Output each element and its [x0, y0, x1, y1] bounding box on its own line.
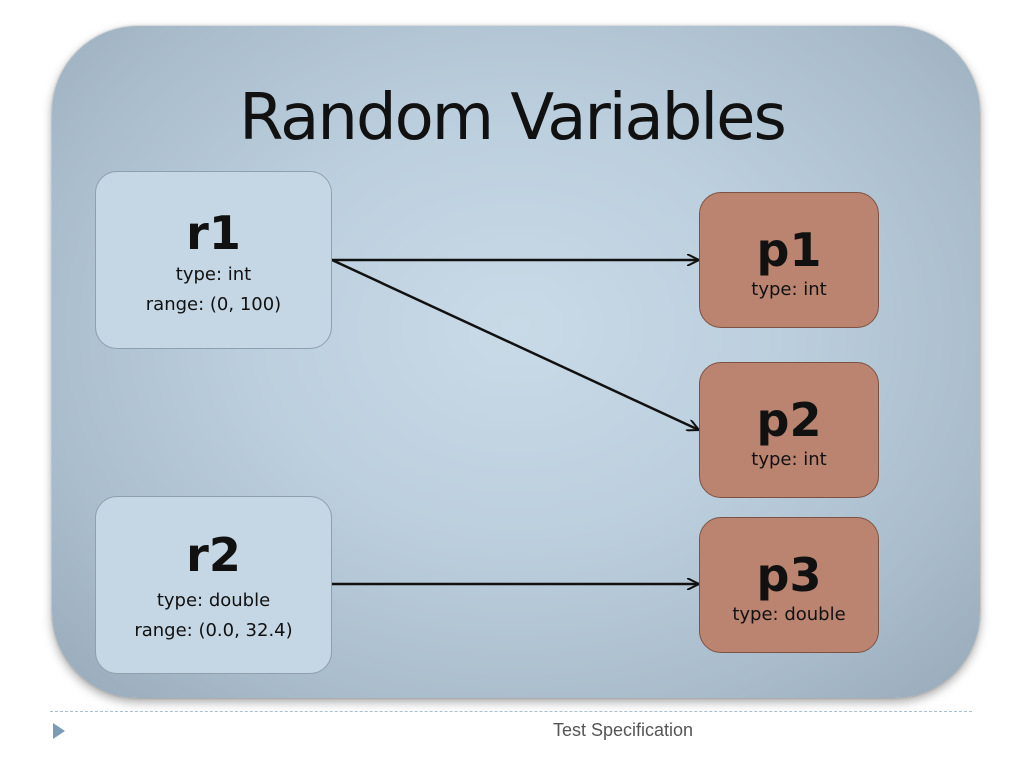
parameter-p2: p2 type: int	[699, 362, 879, 498]
footer-divider	[50, 711, 972, 712]
random-variable-r1: r1 type: int range: (0, 100)	[95, 171, 332, 349]
footer-triangle-icon	[53, 723, 65, 739]
parameter-name: p3	[756, 548, 822, 602]
random-variable-range: range: (0.0, 32.4)	[134, 620, 293, 641]
parameter-name: p2	[756, 393, 822, 447]
edge-r1-p2	[331, 258, 699, 430]
parameter-p1: p1 type: int	[699, 192, 879, 328]
random-variable-type: type: double	[156, 590, 271, 611]
parameter-type: type: int	[751, 279, 827, 300]
random-variable-name: r2	[186, 528, 241, 582]
random-variable-range: range: (0, 100)	[145, 294, 282, 315]
parameter-name: p1	[756, 223, 822, 277]
random-variable-type: type: int	[175, 264, 252, 285]
footer-label: Test Specification	[553, 720, 694, 740]
slide-title: Random Variables	[239, 81, 787, 155]
random-variable-name: r1	[186, 206, 241, 260]
parameter-p3: p3 type: double	[699, 517, 879, 653]
parameter-type: type: double	[732, 604, 846, 625]
random-variable-r2: r2 type: double range: (0.0, 32.4)	[95, 496, 332, 674]
parameter-type: type: int	[751, 449, 827, 470]
